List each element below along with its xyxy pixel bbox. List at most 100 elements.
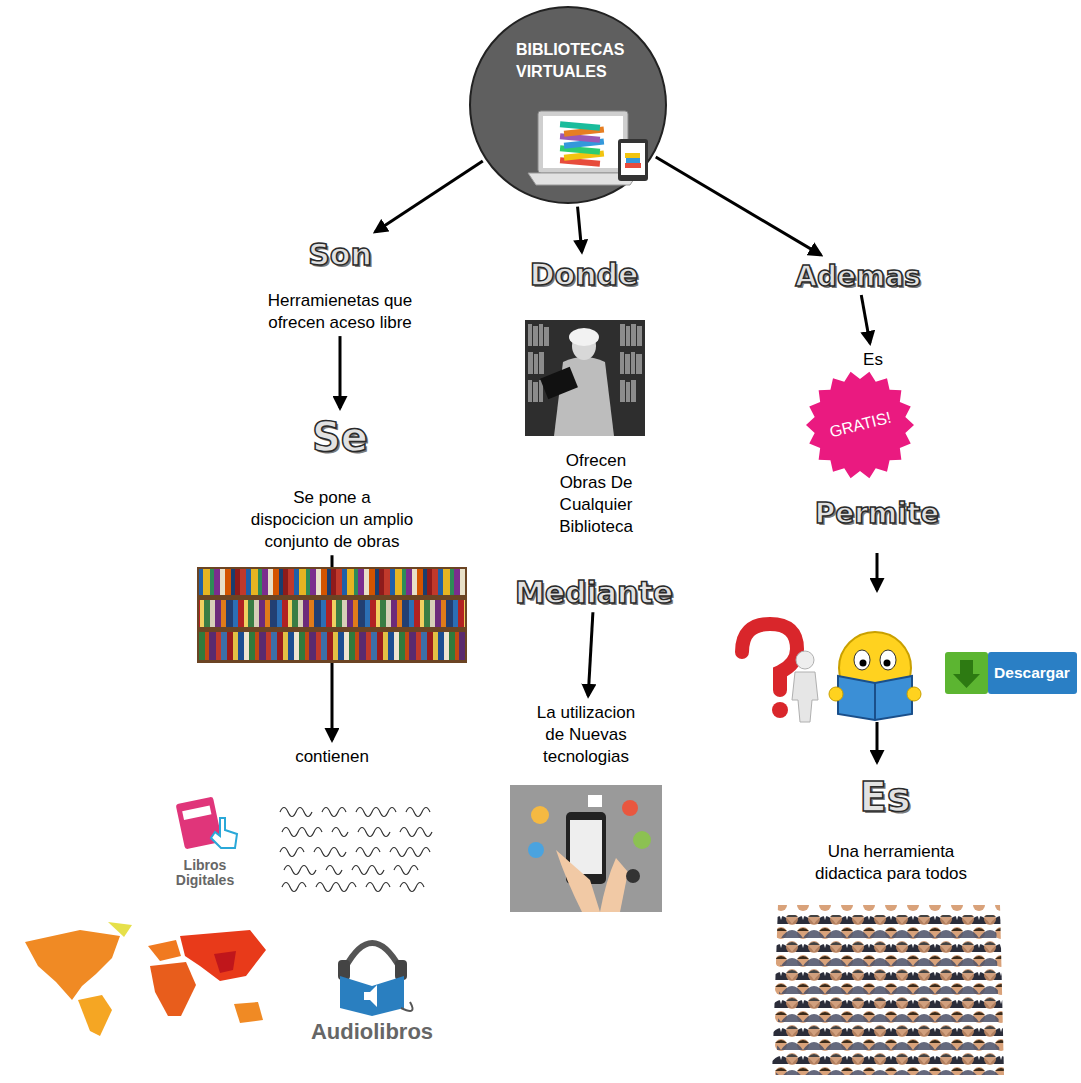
illustration-part xyxy=(199,600,465,627)
illustration-part xyxy=(211,818,237,848)
illustration-part xyxy=(625,163,641,168)
illustration-part xyxy=(282,883,424,892)
node-text: BIBLIOTECAS VIRTUALES xyxy=(516,39,656,82)
linking-word-text: Es xyxy=(855,774,914,820)
illustration-part xyxy=(792,672,818,722)
linking-word: Permite xyxy=(811,498,943,530)
illustration-part xyxy=(796,651,814,669)
linking-text: Es xyxy=(863,349,883,371)
illustration-part xyxy=(876,553,879,590)
illustration-part xyxy=(401,1002,413,1011)
illustration-part xyxy=(539,352,544,374)
illustration-part xyxy=(525,320,645,436)
illustration-part xyxy=(880,650,896,670)
illustration-part xyxy=(618,139,648,181)
laptop-icon xyxy=(528,111,648,185)
circle-shape xyxy=(468,5,668,205)
illustration-part xyxy=(588,795,602,807)
illustration-part xyxy=(338,960,350,980)
illustration-part xyxy=(528,380,532,402)
illustration-part xyxy=(621,143,645,175)
node-text: La utilizacion de Nuevas tecnologias xyxy=(526,702,646,768)
icon-caption: Libros Digitales xyxy=(165,858,245,889)
linking-word-text: Son xyxy=(304,238,376,273)
illustration-part xyxy=(626,326,630,346)
illustration-part xyxy=(600,858,628,912)
bookshelf-photo xyxy=(197,567,467,663)
illustration-part xyxy=(540,367,578,399)
concept-text: Una herramienta didactica para todos xyxy=(801,841,981,885)
illustration-part xyxy=(544,327,549,346)
illustration-part xyxy=(620,324,625,346)
illustration-part xyxy=(633,831,651,849)
linking-word-text: Se xyxy=(308,414,372,460)
illustration-part xyxy=(340,976,404,1016)
illustration-part xyxy=(528,352,533,374)
linking-word-text: Ademas xyxy=(791,261,924,293)
reading-woman-photo xyxy=(525,320,645,436)
illustration-part xyxy=(280,848,430,857)
concept-text: Se pone a dispocicion un amplio conjunto… xyxy=(250,487,415,553)
audiobook-icon xyxy=(338,943,413,1016)
illustration-part xyxy=(543,116,623,168)
illustration-part xyxy=(533,382,538,402)
illustration-part xyxy=(280,808,430,817)
illustration-part xyxy=(953,660,980,688)
illustration-part xyxy=(556,850,600,912)
arrow-connector xyxy=(339,336,342,408)
illustration-part xyxy=(772,905,1004,1075)
illustration-part xyxy=(533,326,538,346)
illustration-part xyxy=(538,111,628,173)
illustration-part xyxy=(625,354,630,374)
linking-word: Ademas xyxy=(791,261,924,293)
illustration-part xyxy=(622,800,638,816)
illustration-part xyxy=(539,324,543,346)
illustration-part xyxy=(620,380,625,402)
illustration-part xyxy=(364,985,377,1007)
reading-emoji xyxy=(829,632,921,720)
illustration-part xyxy=(806,372,914,478)
illustration-part xyxy=(626,158,640,163)
arrow-connector xyxy=(656,157,821,255)
illustration-part xyxy=(180,930,266,981)
illustration-part xyxy=(531,806,549,824)
illustration-part xyxy=(636,354,642,374)
concept-text: Herramienetas que ofrecen aceso libre xyxy=(245,290,435,334)
icon-caption: Audiolibros xyxy=(302,1020,442,1044)
illustration-part xyxy=(569,328,599,346)
digital-book-icon xyxy=(176,797,237,850)
illustration-part xyxy=(199,632,465,660)
illustration-part xyxy=(78,995,112,1036)
concept-text: Ofrecen Obras De Cualquier Biblioteca xyxy=(546,450,646,538)
download-button xyxy=(945,652,1077,694)
illustration-part xyxy=(199,569,465,595)
illustration-part xyxy=(631,380,636,402)
illustration-part xyxy=(528,324,532,346)
illustration-part xyxy=(284,866,418,875)
linking-word: Son xyxy=(304,238,376,273)
illustration-part xyxy=(772,702,788,718)
illustration-part xyxy=(148,940,181,961)
illustration-part xyxy=(631,324,636,346)
illustration-part xyxy=(197,567,467,663)
node-text: Herramienetas que ofrecen aceso libre xyxy=(245,290,435,334)
illustration-part xyxy=(838,676,912,720)
illustration-part xyxy=(874,683,876,720)
illustration-part xyxy=(470,7,666,203)
illustration-part xyxy=(570,820,602,874)
handwriting-image xyxy=(280,808,432,892)
linking-word: Mediante xyxy=(511,576,677,611)
world-map xyxy=(25,922,266,1036)
node-text: Una herramienta didactica para todos xyxy=(801,841,981,885)
technology-image xyxy=(510,785,662,912)
linking-word-text: Mediante xyxy=(511,576,677,611)
illustration-part xyxy=(214,951,236,973)
illustration-part xyxy=(528,842,544,858)
illustration-part xyxy=(625,153,640,158)
concept-text: La utilizacion de Nuevas tecnologias xyxy=(526,702,646,768)
illustration-part xyxy=(234,1002,263,1023)
linking-word: Donde xyxy=(526,258,643,293)
illustration-part xyxy=(631,352,635,374)
illustration-part xyxy=(860,660,867,667)
